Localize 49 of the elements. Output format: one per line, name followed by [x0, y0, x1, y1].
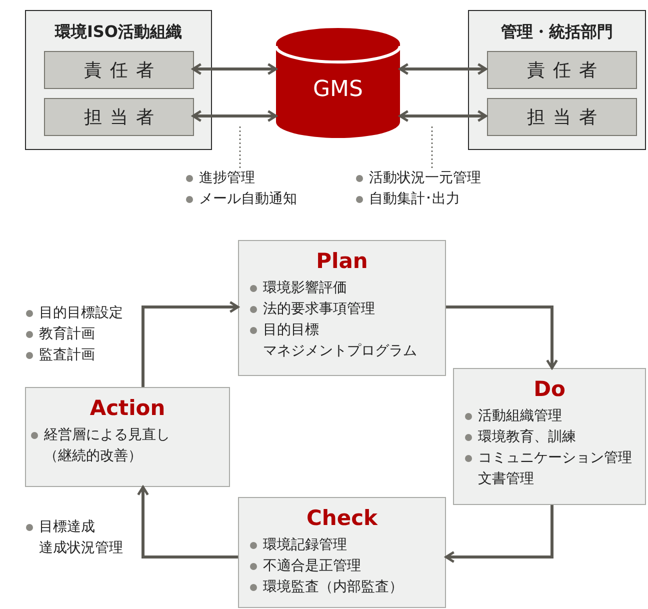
note-text: 目的目標設定: [25, 303, 123, 324]
bullet-item: 環境影響評価: [239, 278, 445, 299]
arrow: [192, 63, 278, 75]
bullet-item: コミュニケーション管理文書管理: [454, 448, 645, 490]
arrow: [192, 110, 278, 122]
bullet-item: メール自動通知: [185, 189, 320, 210]
bullet-item: 活動組織管理: [454, 406, 645, 427]
database-label: GMS: [313, 76, 363, 102]
note-text: 目標達成達成状況管理: [25, 517, 123, 559]
bullet-item: 経営層による見直し（継続的改善）: [26, 425, 229, 467]
role-label: 担当者: [84, 106, 162, 129]
phase-title: Plan: [315, 249, 369, 273]
role-box: [487, 98, 637, 136]
bullet-item: 進捗管理: [185, 168, 320, 189]
role-label: 責任者: [526, 59, 606, 82]
arrow: [446, 306, 558, 370]
leader-line: [239, 125, 241, 168]
role-box: [44, 51, 194, 89]
group-box: [468, 10, 646, 150]
group-box: [25, 10, 212, 150]
arrow: [398, 110, 488, 122]
leader-line: [431, 125, 433, 168]
group-title: 環境ISO活動組織: [54, 22, 184, 43]
arrow: [444, 505, 554, 563]
phase-title: Check: [305, 506, 379, 530]
bullet-item: 環境監査（内部監査）: [239, 577, 445, 598]
phase-box: [238, 240, 446, 376]
arrow: [398, 63, 488, 75]
bullet-item: 自動集計･出力: [355, 189, 505, 210]
bullet-item: 法的要求事項管理: [239, 299, 445, 320]
phase-title: Do: [532, 377, 566, 401]
role-box: [44, 98, 194, 136]
note-text: 監査計画: [25, 345, 95, 366]
bullet-item: 不適合是正管理: [239, 556, 445, 577]
phase-box: [25, 387, 230, 487]
role-label: 担当者: [526, 106, 606, 129]
bullet-item: 活動状況一元管理: [355, 168, 505, 189]
arrow: [137, 486, 238, 558]
arrow: [142, 301, 240, 387]
phase-title: Action: [88, 396, 166, 420]
phase-box: [453, 368, 646, 505]
bullet-item: 環境記録管理: [239, 535, 445, 556]
bullet-item: 環境教育、訓練: [454, 427, 645, 448]
phase-box: [238, 497, 446, 608]
role-box: [487, 51, 637, 89]
role-label: 責任者: [84, 59, 162, 82]
note-text: 教育計画: [25, 324, 95, 345]
bullet-item: 目的目標マネジメントプログラム: [239, 320, 445, 362]
group-title: 管理・統括部門: [500, 22, 614, 43]
